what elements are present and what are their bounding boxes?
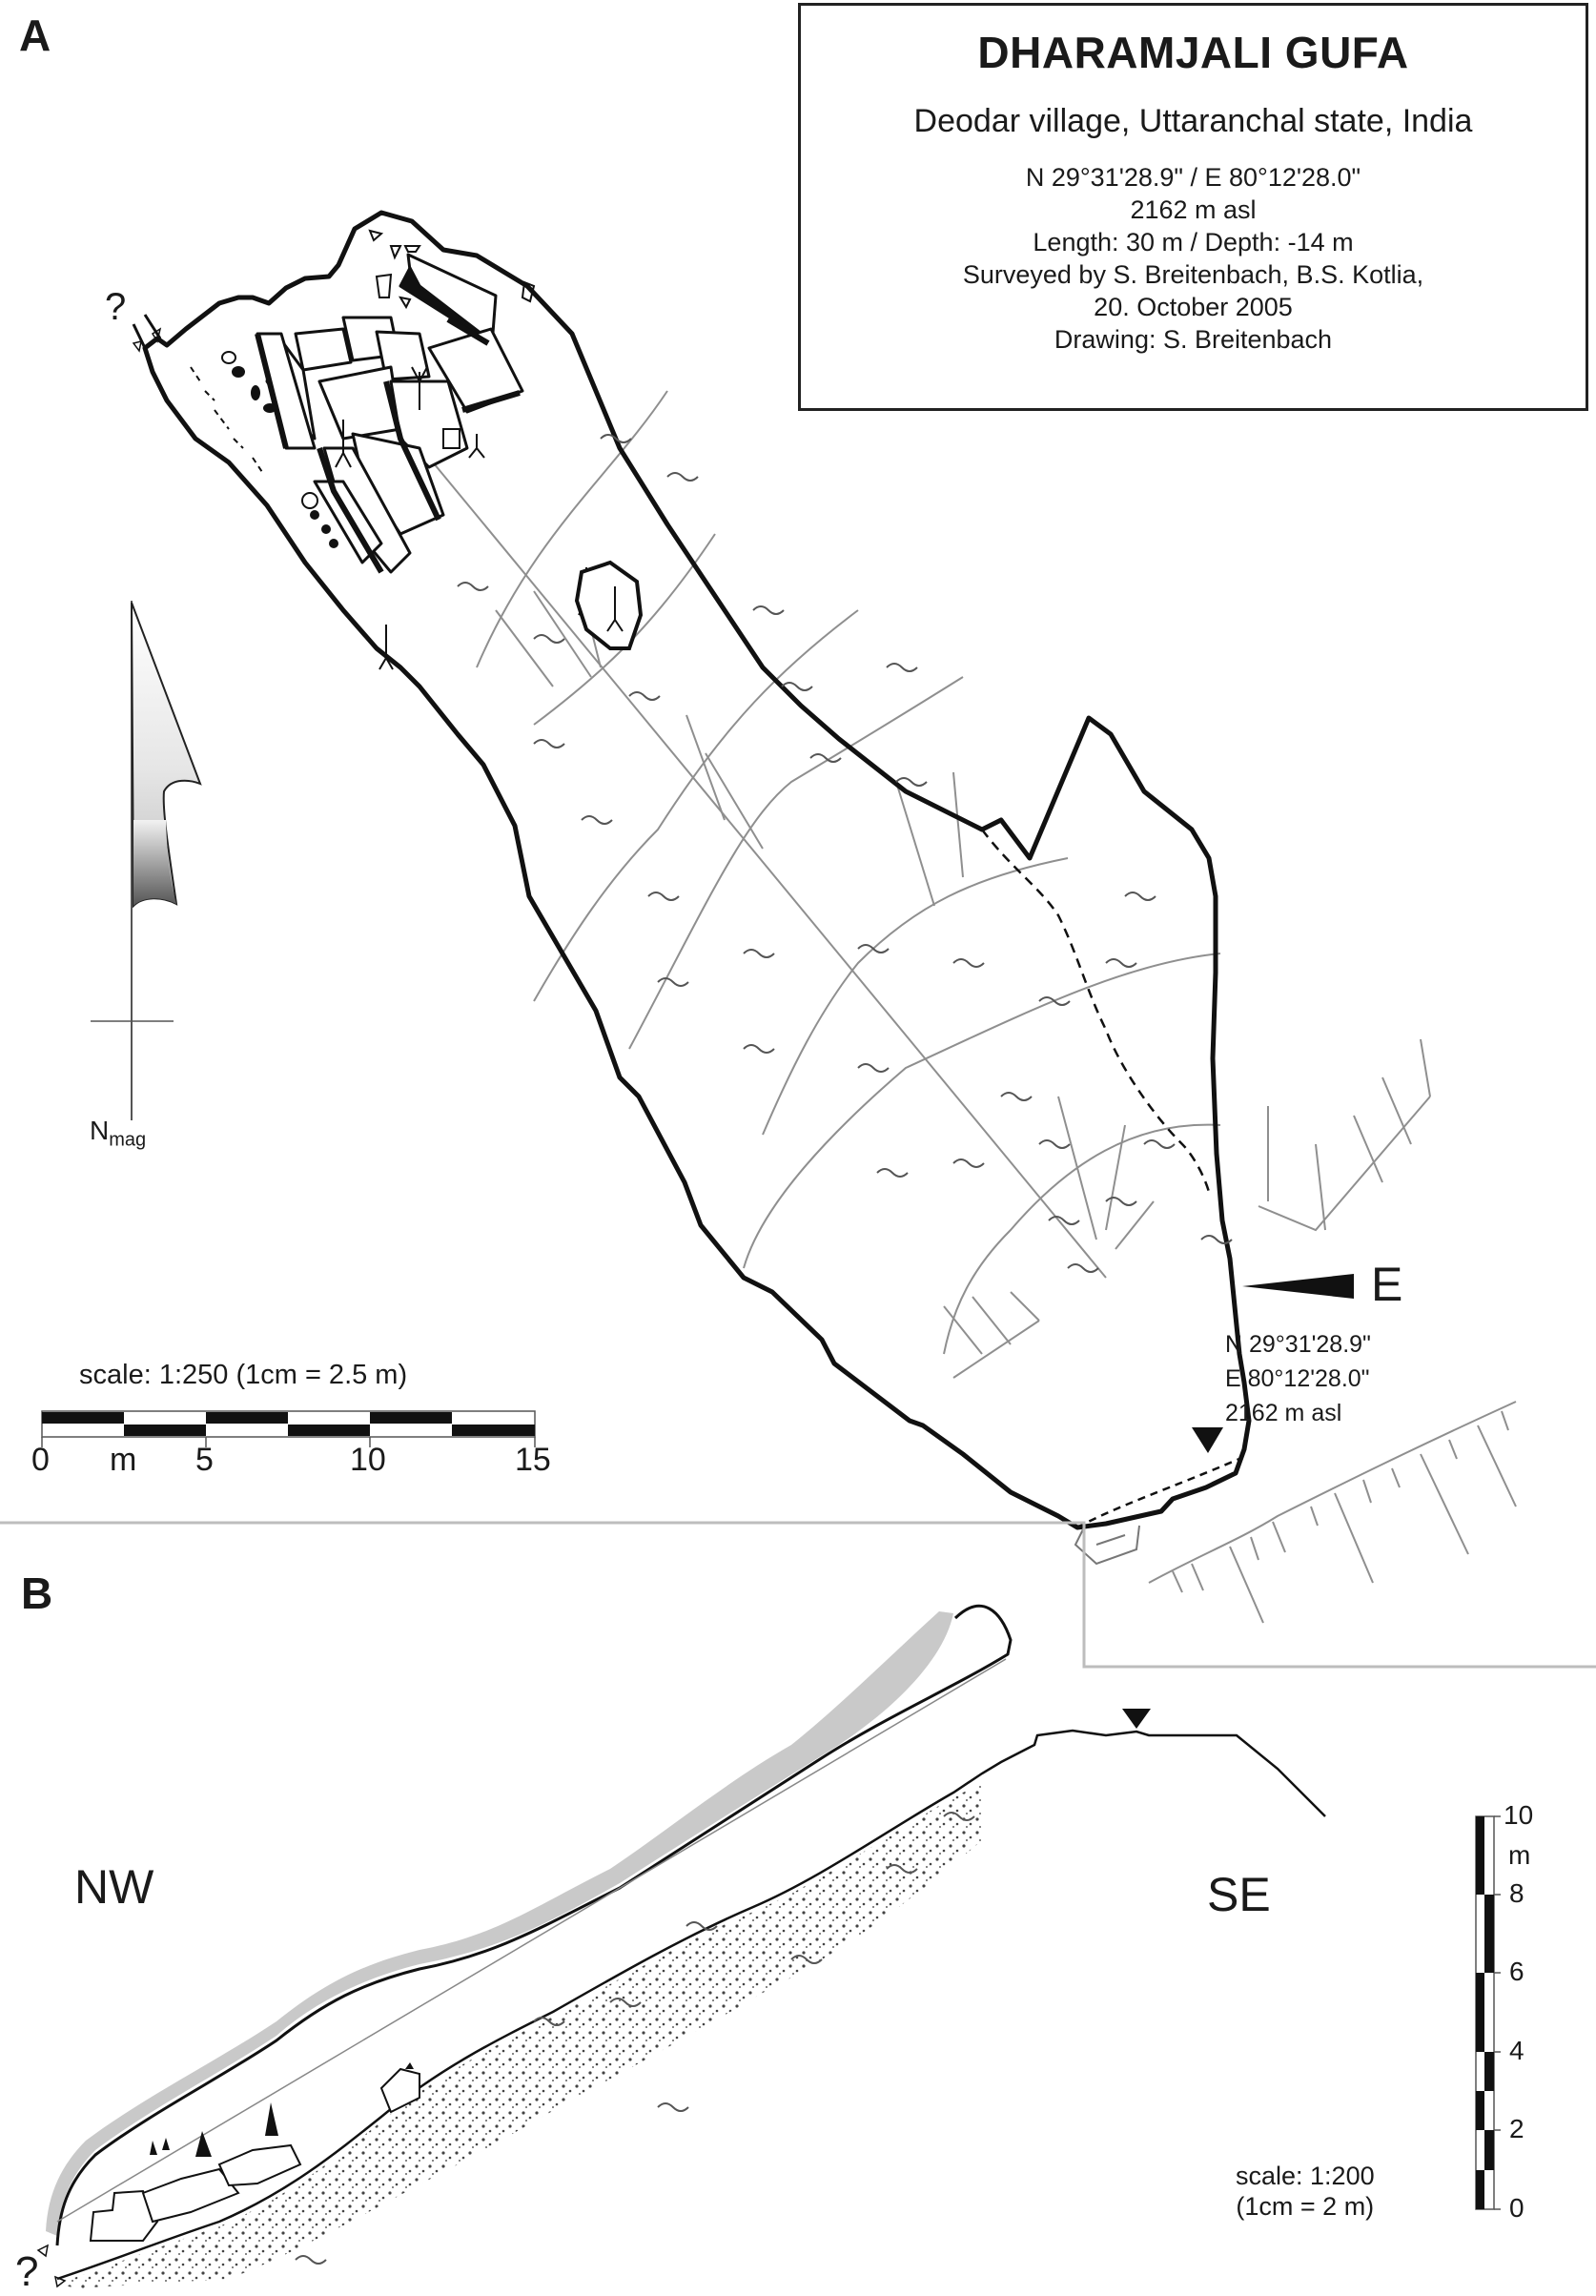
north-arrow-icon (91, 601, 202, 1120)
surveyors: Surveyed by S. Breitenbach, B.S. Kotlia, (962, 260, 1424, 289)
drawing-credit: Drawing: S. Breitenbach (1054, 325, 1333, 354)
profile-scale-unit: m (1508, 1840, 1531, 1870)
profile-view (36, 1604, 1501, 2288)
cave-dimensions: Length: 30 m / Depth: -14 m (1033, 228, 1354, 256)
breakdown-blocks (256, 253, 524, 574)
east-label: E (1371, 1258, 1403, 1311)
panel-a-label: A (19, 10, 51, 60)
east-arrow-icon (1242, 1274, 1354, 1299)
profile-scale-tick-2: 2 (1509, 2114, 1524, 2143)
north-arrow-label: Nmag (90, 1116, 147, 1151)
plan-scale-bar (41, 1410, 536, 1447)
cave-title: DHARAMJALI GUFA (977, 28, 1409, 77)
entrance-marker-icon (1192, 1427, 1223, 1453)
plan-scale-tick-10: 10 (350, 1442, 386, 1478)
profile-scale-tick-6: 6 (1509, 1957, 1524, 1986)
plan-scale-tick-5: 5 (195, 1442, 214, 1478)
plan-scale-title: scale: 1:250 (1cm = 2.5 m) (79, 1360, 408, 1390)
plan-scale-unit: m (110, 1442, 137, 1478)
profile-floor (56, 1729, 1326, 2281)
plan-scale-tick-15: 15 (515, 1442, 551, 1478)
profile-scale-tick-0: 0 (1509, 2193, 1524, 2223)
survey-lines (428, 390, 1517, 1624)
panel-b-label: B (21, 1568, 53, 1618)
profile-nw-label: NW (74, 1860, 154, 1914)
profile-scale-tick-10: 10 (1504, 1800, 1534, 1830)
survey-date: 20. October 2005 (1094, 293, 1293, 321)
plan-scale-tick-0: 0 (31, 1442, 50, 1478)
profile-scale-tick-8: 8 (1509, 1878, 1524, 1908)
rock-pillar (574, 560, 644, 650)
dashed-entrance (1076, 1457, 1240, 1529)
profile-scale-title: scale: 1:200 (1cm = 2 m) (1236, 2162, 1375, 2221)
cave-altitude: 2162 m asl (1130, 195, 1257, 224)
dashed-boundary (981, 829, 1211, 1193)
panel-divider (0, 1521, 1596, 1669)
profile-unknown-marker: ? (15, 2248, 39, 2295)
entrance-coordinates: N 29°31'28.9" E 80°12'28.0" 2162 m asl (1225, 1331, 1371, 1426)
info-box: DHARAMJALI GUFA Deodar village, Uttaranc… (798, 3, 1588, 411)
cave-coordinates: N 29°31'28.9" / E 80°12'28.0" (1025, 163, 1361, 192)
profile-entrance-marker-icon (1122, 1709, 1151, 1729)
unknown-passage-marker: ? (105, 286, 127, 328)
profile-scale-tick-4: 4 (1509, 2036, 1524, 2065)
profile-se-label: SE (1207, 1868, 1271, 1921)
plan-view (41, 210, 1517, 1624)
cave-location: Deodar village, Uttaranchal state, India (913, 103, 1473, 139)
profile-scale-bar (1475, 1815, 1501, 2210)
